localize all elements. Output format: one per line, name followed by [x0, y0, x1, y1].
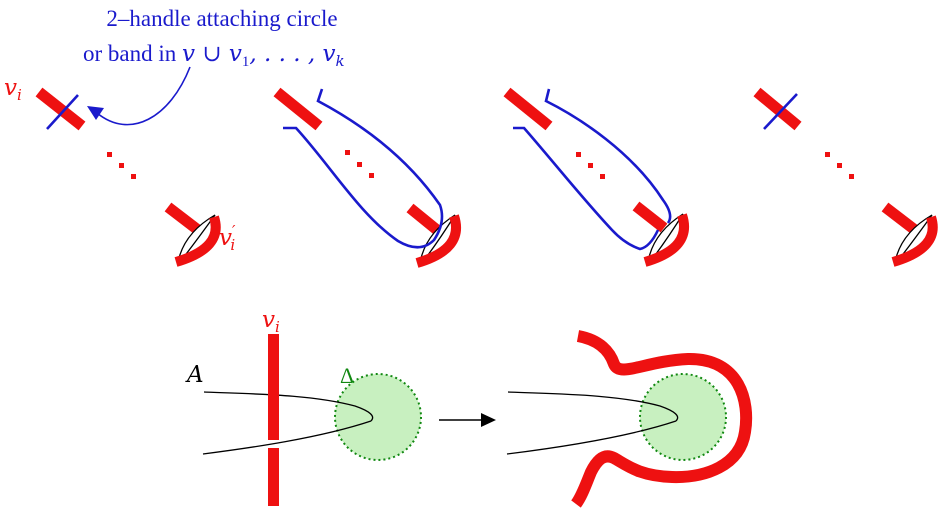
annotation-arrow	[87, 66, 191, 126]
red-dots	[345, 150, 374, 178]
bottom-right-figure	[506, 330, 753, 508]
blue-band-loop	[513, 88, 672, 251]
panel-3	[503, 87, 689, 267]
disk-delta	[639, 373, 727, 461]
red-band-bottom	[164, 202, 202, 235]
red-crescent	[891, 215, 938, 267]
attaching-circle-blue	[763, 93, 798, 130]
red-band-top	[273, 87, 323, 131]
label-v-i-bottom: vi	[262, 307, 280, 336]
red-band-upper	[268, 334, 279, 440]
curve-A-lower	[202, 420, 372, 455]
panel-2	[273, 87, 461, 268]
curve-A-lower	[506, 420, 677, 455]
label-A: A	[185, 362, 204, 388]
panel-1: vi v′i	[4, 75, 236, 267]
transform-arrow	[439, 413, 496, 427]
red-band-top	[503, 87, 553, 131]
red-dots	[107, 152, 136, 179]
disk-delta	[334, 373, 422, 461]
blue-band-loop	[283, 88, 444, 249]
red-dots	[825, 152, 854, 179]
attaching-circle-blue	[46, 94, 79, 130]
curve-A-upper	[203, 391, 374, 422]
label-v-i-top: vi	[4, 75, 22, 104]
red-crescent	[174, 215, 221, 267]
annotation-line-2: or band in v ∪ v1, . . . , vk	[83, 41, 345, 70]
red-dots	[576, 152, 605, 179]
annotation-line-1: 2–handle attaching circle	[106, 6, 337, 31]
red-band-lower	[268, 448, 279, 506]
red-crescent	[643, 213, 689, 267]
red-band-bottom	[632, 201, 668, 233]
label-v-i-prime: v′i	[219, 222, 236, 254]
red-band-wrapped	[571, 330, 753, 508]
red-band-top	[753, 87, 802, 131]
panel-4	[753, 87, 938, 267]
red-band-bottom	[406, 203, 441, 235]
curve-A-upper	[507, 391, 679, 422]
red-crescent	[415, 214, 461, 268]
label-Delta: Δ	[340, 363, 354, 388]
red-band-bottom	[881, 202, 919, 235]
bottom-left-figure: vi A Δ	[185, 307, 422, 506]
red-band-top	[35, 87, 86, 131]
